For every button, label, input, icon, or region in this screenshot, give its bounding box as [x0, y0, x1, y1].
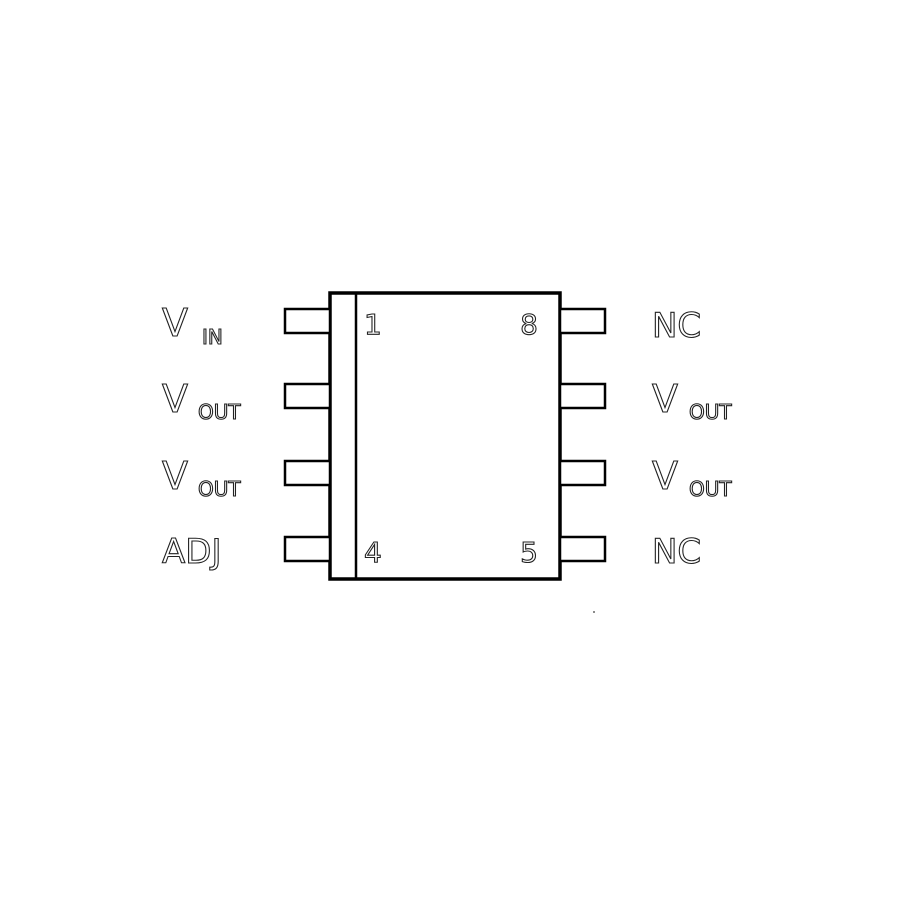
label-sub: OUT: [198, 477, 241, 501]
label-pin-7: V OUT: [651, 376, 732, 424]
label-main: V: [162, 301, 188, 345]
label-pin-6: V OUT: [651, 453, 732, 501]
pin-number-1: 1: [364, 308, 382, 341]
pin-number-4: 4: [364, 536, 382, 569]
label-sub: OUT: [689, 477, 732, 501]
label-pin-2: V OUT: [161, 376, 241, 424]
label-pin-8: NC: [651, 305, 701, 346]
label-main: V: [652, 377, 678, 421]
label-main: NC: [652, 306, 701, 346]
label-sub: OUT: [198, 400, 241, 424]
pin-lead-6: [558, 459, 607, 487]
pin-lead-7: [558, 382, 607, 410]
label-sub: IN: [202, 325, 223, 349]
label-main: V: [652, 454, 678, 498]
label-pin-4: ADJ: [161, 531, 222, 572]
label-main: ADJ: [162, 532, 221, 572]
label-pin-1: V IN: [161, 300, 223, 349]
pin-lead-3: [283, 459, 332, 487]
pin-lead-1: [283, 307, 332, 335]
pin-lead-8: [558, 307, 607, 335]
label-main: NC: [652, 532, 701, 572]
pin-number-8: 8: [520, 308, 538, 341]
stray-dot: [593, 611, 595, 613]
label-main: V: [162, 454, 188, 498]
label-pin-5: NC: [651, 531, 701, 572]
package-body: [328, 291, 562, 581]
label-pin-3: V OUT: [161, 453, 241, 501]
label-sub: OUT: [689, 400, 732, 424]
pin-lead-5: [558, 535, 607, 563]
pin-lead-4: [283, 535, 332, 563]
label-main: V: [162, 377, 188, 421]
pin-number-5: 5: [520, 536, 538, 569]
pin-lead-2: [283, 382, 332, 410]
